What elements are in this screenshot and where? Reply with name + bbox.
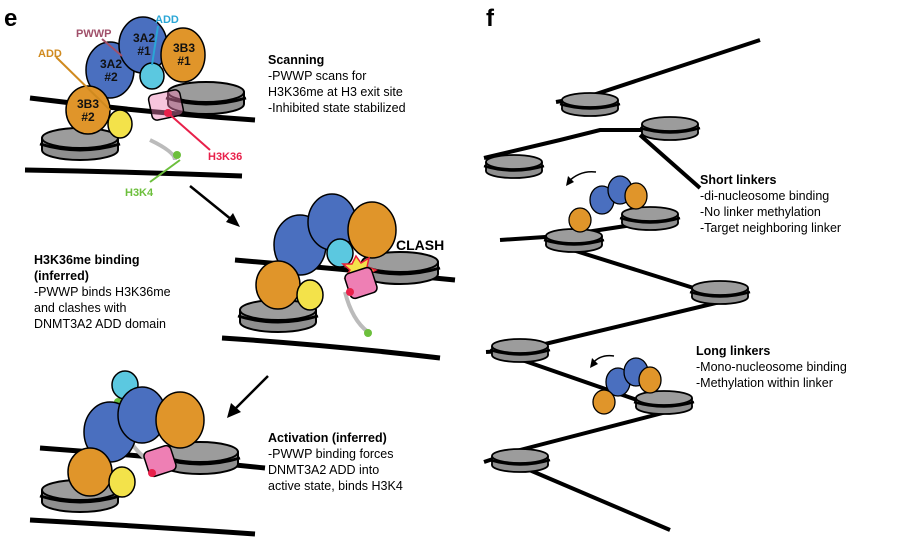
long-linkers-title: Long linkers (696, 344, 770, 358)
clash-label: CLASH (396, 237, 444, 253)
binding-title-1: H3K36me binding (34, 253, 140, 267)
activation-title: Activation (inferred) (268, 431, 387, 445)
scanning-diagram (24, 16, 256, 183)
activation-line-1: -PWWP binding forces (268, 447, 394, 461)
chromatin-fiber (482, 38, 761, 532)
binding-line-1: -PWWP binds H3K36me (34, 285, 171, 299)
binding-title-2: (inferred) (34, 269, 89, 283)
arrow-scan-to-bind (189, 185, 233, 221)
add-domain-yellow (107, 109, 133, 139)
binding-line-2: and clashes with (34, 301, 126, 315)
pwwp-domain-ghost (147, 89, 185, 121)
h3k4-marker (173, 151, 181, 159)
panel-e-letter: e (4, 5, 17, 32)
activation-line-3: active state, binds H3K4 (268, 479, 403, 493)
long-linkers-line-2: -Methylation within linker (696, 376, 833, 390)
binding-line-3: DNMT3A2 ADD domain (34, 317, 166, 331)
scanning-line-3: -Inhibited state stabilized (268, 101, 406, 115)
panel-f-letter: f (486, 5, 495, 32)
short-linkers-line-1: -di-nucleosome binding (700, 189, 829, 203)
long-linker-complex (590, 354, 662, 415)
scanning-line-2: H3K36me at H3 exit site (268, 85, 403, 99)
scanning-line-1: -PWWP scans for (268, 69, 366, 83)
label-3a2-2: 3A2#2 (100, 57, 122, 84)
dnmt3b3-bind-2 (255, 260, 301, 310)
label-3a2-1: 3A2#1 (133, 31, 155, 58)
label-3b3-1: 3B3#1 (173, 41, 195, 68)
activation-line-2: DNMT3A2 ADD into (268, 463, 379, 477)
short-linkers-title: Short linkers (700, 173, 776, 187)
add-domain-blue (139, 62, 165, 90)
h3k36-label: H3K36 (208, 151, 242, 163)
short-linkers-line-3: -Target neighboring linker (700, 221, 841, 235)
binding-diagram (221, 193, 456, 361)
label-3b3-2: 3B3#2 (77, 97, 99, 124)
activation-diagram (29, 370, 266, 537)
dnmt3b3-subunit-1 (160, 27, 206, 83)
pwwp-label: PWWP (76, 28, 111, 40)
dnmt3b3-bind-1 (347, 201, 397, 259)
short-linker-complex (566, 170, 648, 233)
long-linkers-line-1: -Mono-nucleosome binding (696, 360, 847, 374)
h3k4-label: H3K4 (125, 187, 154, 199)
scanning-title: Scanning (268, 53, 324, 67)
short-linkers-line-2: -No linker methylation (700, 205, 821, 219)
add-label-blue: ADD (155, 14, 179, 26)
arrow-bind-to-activate (233, 375, 269, 411)
add-label-orange: ADD (38, 48, 62, 60)
